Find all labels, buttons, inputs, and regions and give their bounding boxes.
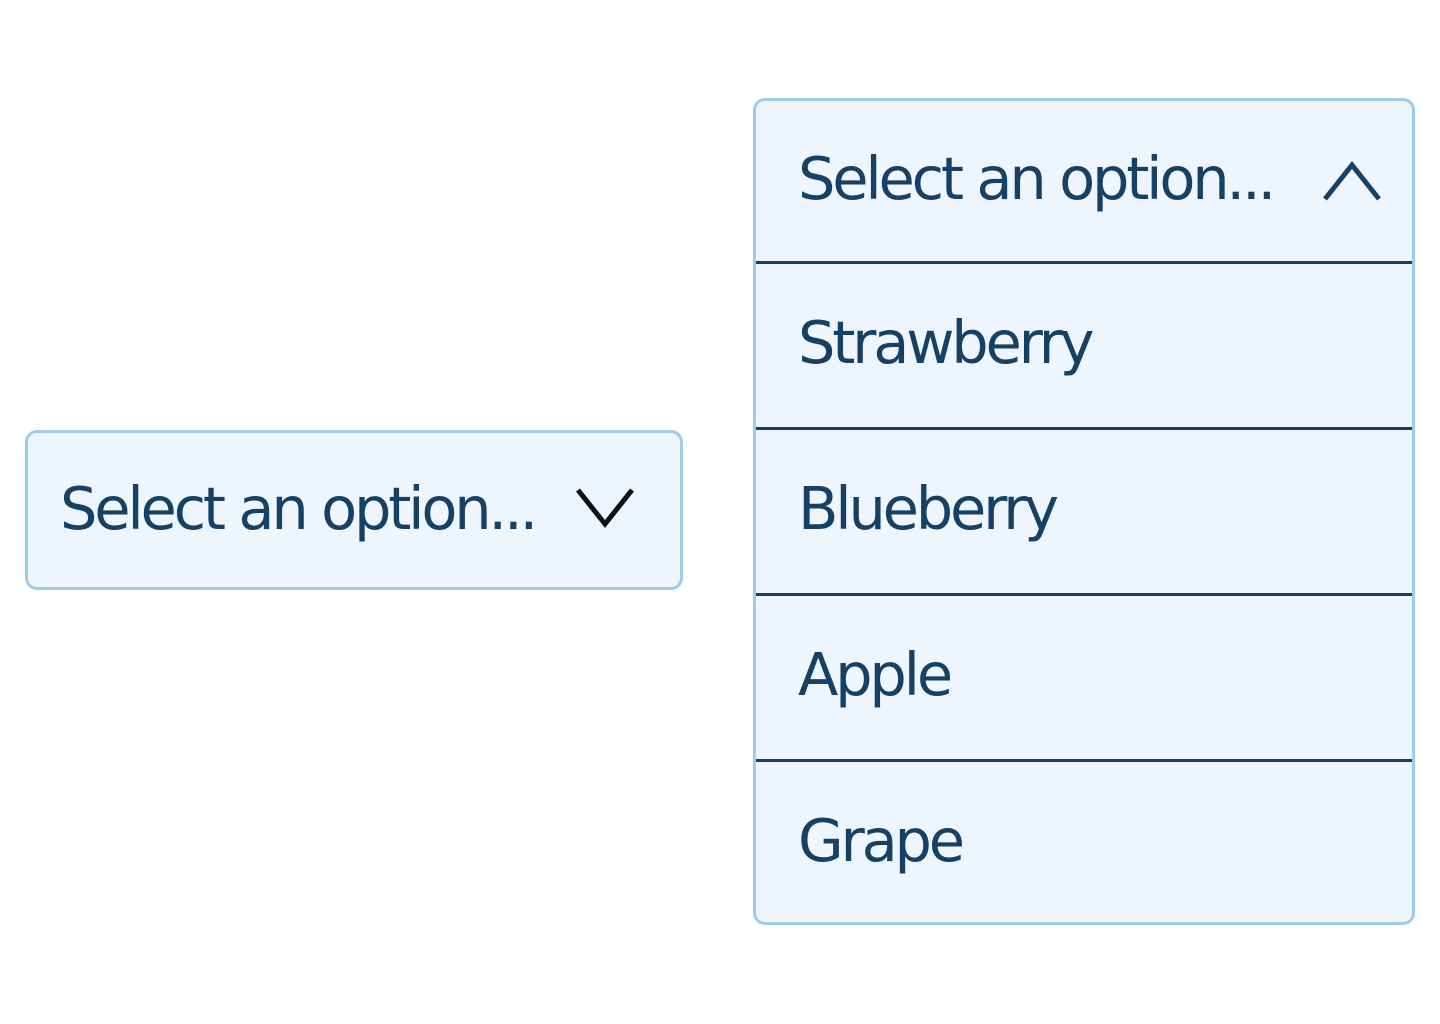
option-label: Strawberry <box>798 307 1095 377</box>
option-label: Blueberry <box>798 473 1059 543</box>
option-label: Grape <box>798 805 965 875</box>
select-placeholder: Select an option... <box>60 474 538 544</box>
option-apple[interactable]: Apple <box>756 596 1412 759</box>
divider <box>756 427 1412 430</box>
divider <box>756 261 1412 264</box>
select-placeholder: Select an option... <box>798 144 1276 213</box>
option-blueberry[interactable]: Blueberry <box>756 430 1412 593</box>
select-open-header[interactable]: Select an option... <box>756 101 1412 263</box>
divider <box>756 759 1412 762</box>
chevron-down-icon[interactable] <box>574 484 636 530</box>
option-grape[interactable]: Grape <box>756 762 1412 922</box>
chevron-up-icon[interactable] <box>1321 159 1383 205</box>
select-open: Select an option... Strawberry Blueberry… <box>753 98 1415 925</box>
divider <box>756 593 1412 596</box>
select-closed[interactable]: Select an option... <box>25 430 683 590</box>
option-strawberry[interactable]: Strawberry <box>756 264 1412 427</box>
option-label: Apple <box>798 639 953 709</box>
